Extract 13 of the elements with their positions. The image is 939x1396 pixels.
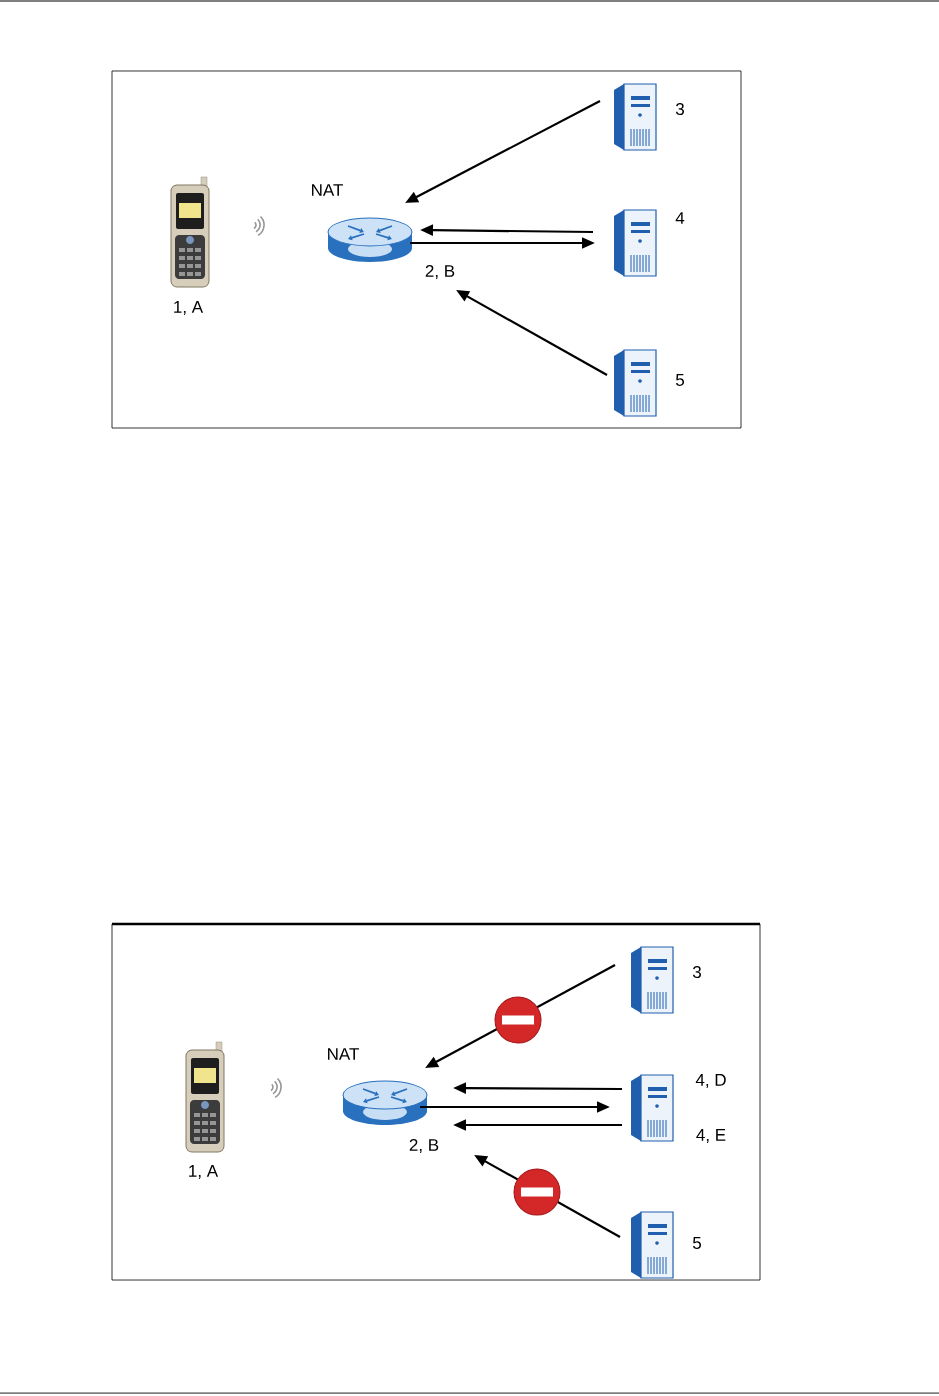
device-label: 1, A (174, 301, 204, 315)
device-label: 4, D (695, 1074, 726, 1088)
device-label: 4 (675, 212, 685, 224)
device-label: 4, E (696, 1129, 726, 1143)
device-label: 3 (692, 966, 701, 979)
device-label: NAT (328, 1048, 359, 1060)
device-label: 1, A (189, 1165, 219, 1179)
device-label: NAT (312, 184, 343, 196)
device-label: 5 (692, 1237, 701, 1249)
device-label: 2, B (425, 265, 455, 280)
device-label: 5 (675, 374, 684, 386)
device-label: 3 (675, 103, 684, 115)
device-label: 2, B (409, 1139, 439, 1154)
